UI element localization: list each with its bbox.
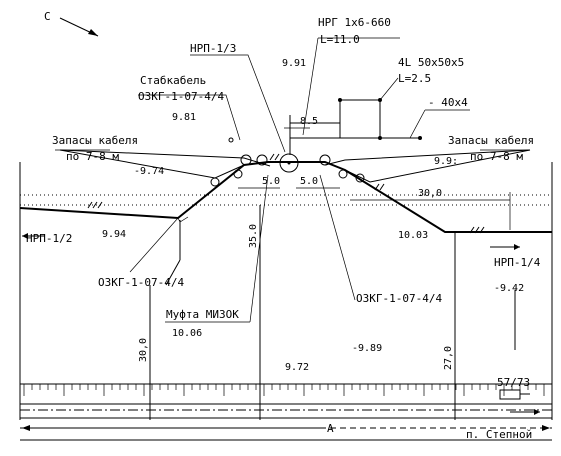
nrp-1-2-label: НРП-1/2 [26,232,72,245]
reserve-left-label-2: по 7-8 м [66,150,119,163]
elevation-9-91: 9.91 [282,58,306,69]
elevation-9-42: -9.42 [494,283,524,294]
angle-length-label: L=2.5 [398,72,431,85]
ozkg-top-label: ОЗКГ-1-07-4/4 [138,90,224,103]
elevation-9-72: 9.72 [285,362,309,373]
north-arrow: С [44,10,99,37]
dim-27-0: 27,0 [443,346,454,370]
mufta-label: Муфта МИЗОК [166,308,239,321]
strip-label: - 40х4 [428,96,468,109]
embankment-profile [19,161,552,233]
nrg-cable-label: НРГ 1х6-660 [318,16,391,29]
cable-reserve-right-upper [324,149,531,166]
leader-lines [55,37,530,323]
ruler-ticks [23,384,545,396]
ozkg-left-label: ОЗКГ-1-07-4/4 [98,276,184,289]
dim-35-0: 35.0 [248,224,259,248]
arrow-head-icon [88,29,98,36]
cable-reserve-right-lower [344,149,531,183]
axis-a-label: А [327,422,334,435]
elevation-10-06: 10.06 [172,328,202,339]
coupling-markers [210,137,365,187]
station-marker [499,389,521,400]
elevation-9-94: 9.94 [102,229,126,240]
grounding-structure [289,98,422,155]
reserve-left-label-1: Запасы кабеля [52,134,138,147]
nrg-length-label: L=11.0 [320,33,360,46]
ground-hatch [87,153,485,234]
nrp-center-dot [287,161,291,165]
nrp-1-4-label: НРП-1/4 [494,256,541,269]
reserve-right-label-2: по 7-8 м [470,150,523,163]
elevation-9-89: -9.89 [352,343,382,354]
dim-5-0-right: 5.0 [300,176,318,187]
elevation-10-03: 10.03 [398,230,428,241]
station-name-label: п. Степной [466,428,532,441]
angle-steel-label: 4L 50х50х5 [398,56,464,69]
nrp-1-3-well [279,153,299,173]
elevation-9-9: 9.9: [434,156,458,167]
dim-8-5: 8.5 [300,116,318,127]
dim-5-0-left: 5.0 [262,176,280,187]
dim-30-0-top: 30,0 [418,188,442,199]
stabkabel-label: Стабкабель [140,74,206,87]
elevation-9-81: 9.81 [172,112,196,123]
ozkg-right-label: ОЗКГ-1-07-4/4 [356,292,442,305]
north-label: С [44,10,51,23]
reserve-right-label-1: Запасы кабеля [448,134,534,147]
dimension-lines [149,127,516,420]
dim-30-0-left: 30,0 [138,338,149,362]
cable-reserve-left-upper [59,149,271,167]
station-label: 57/73 [497,376,530,389]
elevation-9-74: -9.74 [134,166,164,177]
nrp-1-3-label: НРП-1/3 [190,42,236,55]
